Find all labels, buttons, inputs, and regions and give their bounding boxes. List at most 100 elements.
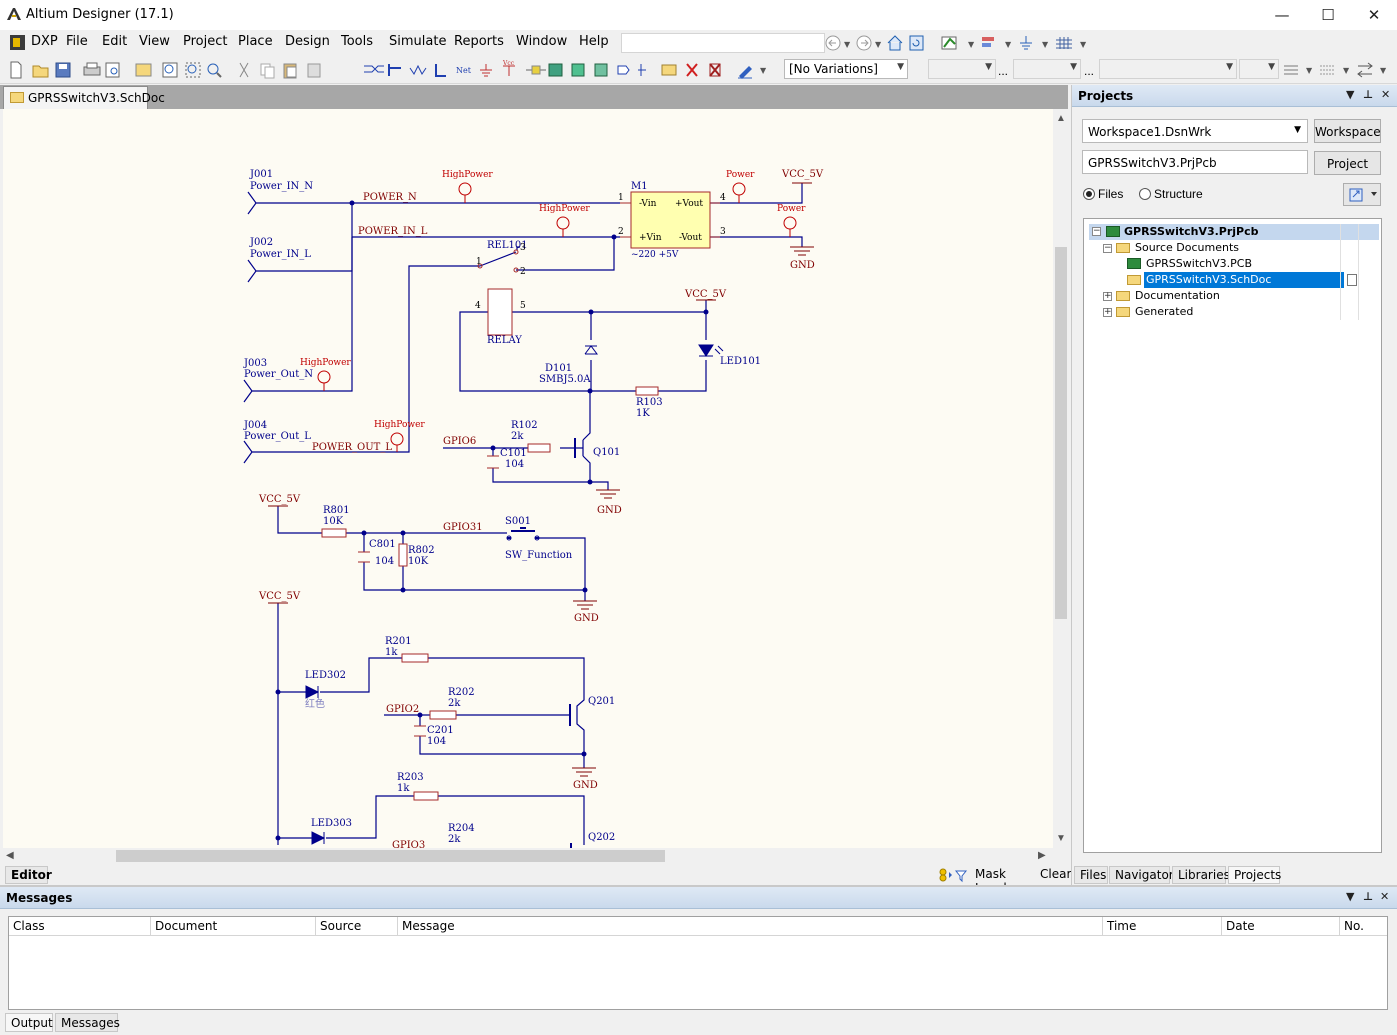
- column-class[interactable]: Class: [9, 917, 151, 936]
- pin-icon[interactable]: ⊥: [1363, 88, 1374, 101]
- tree-row-source-documents[interactable]: − Source Documents: [1089, 240, 1379, 256]
- pen-icon[interactable]: [738, 66, 752, 79]
- led303[interactable]: [311, 831, 326, 845]
- panel-menu-icon[interactable]: ▼: [1346, 88, 1355, 101]
- expand-icon[interactable]: +: [1103, 291, 1112, 301]
- menu-reports[interactable]: Reports: [454, 34, 504, 49]
- collapse-icon[interactable]: −: [1103, 243, 1112, 253]
- c801[interactable]: [358, 551, 370, 563]
- toolbar-combo-2[interactable]: ▼: [1013, 59, 1081, 79]
- panel-menu-icon[interactable]: ▼: [1346, 890, 1355, 903]
- column-no[interactable]: No.: [1340, 917, 1387, 936]
- r102[interactable]: [527, 443, 551, 453]
- grid-icon[interactable]: [1056, 37, 1072, 49]
- place-part-icon[interactable]: [526, 65, 546, 75]
- print-icon[interactable]: [83, 62, 101, 76]
- panel-close-icon[interactable]: ✕: [1380, 890, 1390, 903]
- pin-icon[interactable]: ⊥: [1363, 890, 1374, 903]
- menu-dxp[interactable]: DXP: [31, 34, 58, 49]
- home-icon[interactable]: [887, 35, 903, 51]
- pin-panel-icon[interactable]: [941, 36, 957, 50]
- panel-tab-navigator[interactable]: Navigator: [1109, 866, 1174, 884]
- zoom-fit-icon[interactable]: [162, 62, 178, 78]
- column-document[interactable]: Document: [151, 917, 316, 936]
- toolbar-combo-4[interactable]: ▼: [1239, 59, 1279, 79]
- gnd-toolbar-icon[interactable]: [1020, 36, 1032, 50]
- scroll-right-icon[interactable]: ▶: [1038, 850, 1046, 861]
- s001-switch[interactable]: [507, 527, 539, 539]
- r103[interactable]: [635, 386, 659, 396]
- menu-design[interactable]: Design: [285, 34, 330, 49]
- messages-table[interactable]: Class Document Source Message Time Date …: [8, 916, 1388, 1010]
- sheet-entry-icon[interactable]: [571, 63, 585, 77]
- directive-icon[interactable]: [661, 64, 677, 76]
- toolbar-combo-1[interactable]: ▼: [928, 59, 996, 79]
- close-button[interactable]: ✕: [1367, 6, 1381, 24]
- column-date[interactable]: Date: [1222, 917, 1340, 936]
- cut-icon[interactable]: [239, 62, 249, 78]
- panel-tab-libraries[interactable]: Libraries: [1172, 866, 1230, 884]
- column-source[interactable]: Source: [316, 917, 398, 936]
- place-bus-icon[interactable]: [388, 64, 401, 76]
- toolbar-combo-3[interactable]: ▼: [1099, 59, 1237, 79]
- copy-icon[interactable]: [260, 63, 275, 79]
- vertical-scrollbar[interactable]: ▲ ▼: [1053, 109, 1069, 848]
- tree-row-pcb[interactable]: GPRSSwitchV3.PCB: [1089, 256, 1379, 272]
- zoom-selected-icon[interactable]: [207, 63, 222, 78]
- panel-tab-files[interactable]: Files: [1074, 866, 1108, 884]
- horizontal-scrollbar[interactable]: ◀ ▶: [3, 848, 1053, 864]
- maximize-button[interactable]: ☐: [1321, 6, 1335, 24]
- scroll-left-icon[interactable]: ◀: [6, 850, 14, 861]
- off-sheet-icon[interactable]: [638, 64, 646, 76]
- open-project-icon[interactable]: [135, 63, 152, 77]
- align-icon[interactable]: [982, 37, 994, 47]
- compile-mask-icon[interactable]: [709, 63, 721, 77]
- new-document-icon[interactable]: [10, 61, 22, 79]
- horizontal-scroll-thumb[interactable]: [116, 850, 665, 862]
- clear-button[interactable]: Clear: [1035, 866, 1071, 884]
- menu-help[interactable]: Help: [579, 34, 609, 49]
- schematic-canvas[interactable]: J001 Power_IN_N J002 Power_IN_L J003 Pow…: [3, 109, 1053, 848]
- panel-tab-projects[interactable]: Projects: [1228, 866, 1281, 884]
- tab-messages[interactable]: Messages: [55, 1013, 120, 1032]
- r202[interactable]: [429, 710, 457, 720]
- tree-row-generated[interactable]: + Generated: [1089, 304, 1379, 320]
- r801[interactable]: [321, 528, 347, 538]
- project-field[interactable]: GPRSSwitchV3.PrjPcb: [1082, 150, 1308, 174]
- scroll-up-icon[interactable]: ▲: [1056, 113, 1066, 124]
- project-button[interactable]: Project: [1314, 151, 1381, 175]
- open-folder-icon[interactable]: [32, 65, 49, 78]
- collapse-icon[interactable]: −: [1092, 226, 1101, 236]
- workspace-select[interactable]: Workspace1.DsnWrk▼: [1082, 119, 1308, 143]
- no-erc-icon[interactable]: [686, 63, 698, 77]
- print-preview-icon[interactable]: [105, 62, 120, 78]
- tree-row-documentation[interactable]: + Documentation: [1089, 288, 1379, 304]
- menu-tools[interactable]: Tools: [341, 34, 374, 49]
- rubber-stamp-icon[interactable]: [307, 63, 321, 78]
- scroll-down-icon[interactable]: ▼: [1056, 833, 1066, 844]
- project-options-button[interactable]: [1343, 183, 1381, 206]
- port-icon[interactable]: [617, 65, 630, 75]
- sheet-symbol-icon[interactable]: [548, 63, 563, 77]
- address-input[interactable]: [621, 33, 825, 53]
- gnd-port-icon[interactable]: [480, 64, 492, 77]
- r802[interactable]: [398, 543, 408, 567]
- column-time[interactable]: Time: [1103, 917, 1222, 936]
- place-signal-harness-icon[interactable]: [409, 64, 427, 75]
- panel-close-icon[interactable]: ✕: [1381, 88, 1391, 101]
- radio-files[interactable]: [1083, 188, 1095, 200]
- relay-coil[interactable]: [487, 288, 513, 336]
- r203[interactable]: [413, 791, 439, 801]
- back-icon[interactable]: [825, 35, 841, 51]
- menu-place[interactable]: Place: [238, 34, 273, 49]
- menu-view[interactable]: View: [139, 34, 170, 49]
- filter-icon[interactable]: [938, 867, 968, 883]
- workspace-button[interactable]: Workspace: [1314, 119, 1381, 143]
- vertical-scroll-thumb[interactable]: [1055, 247, 1067, 619]
- net-label-icon[interactable]: Net: [456, 66, 472, 75]
- tab-editor[interactable]: Editor: [5, 866, 52, 884]
- c201[interactable]: [414, 725, 426, 737]
- save-icon[interactable]: [55, 62, 71, 78]
- r201[interactable]: [401, 653, 429, 663]
- forward-icon[interactable]: [856, 35, 872, 51]
